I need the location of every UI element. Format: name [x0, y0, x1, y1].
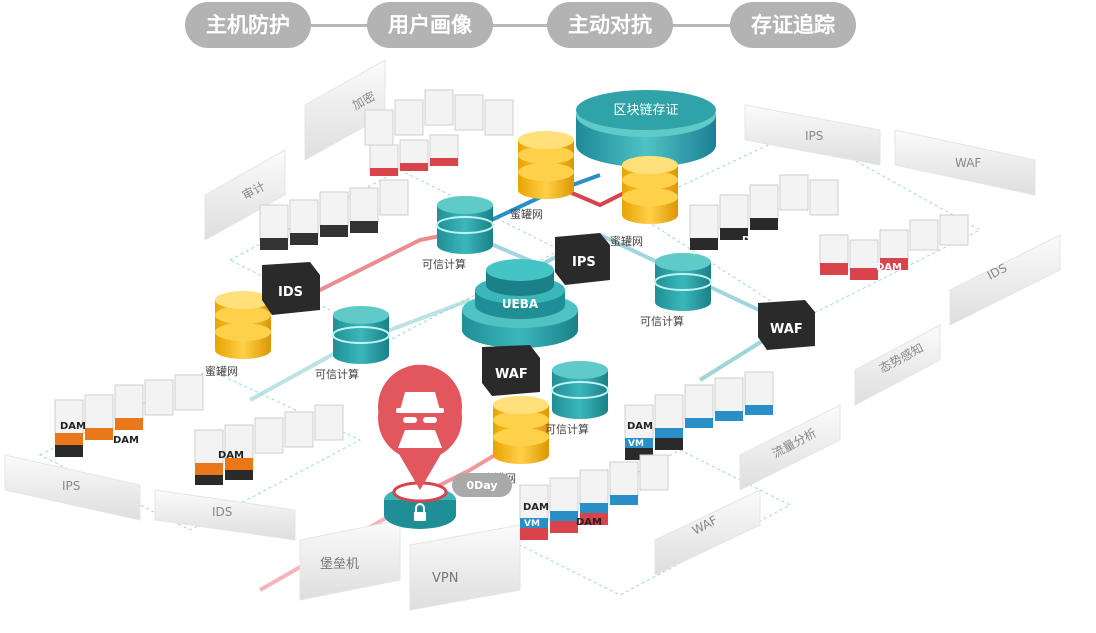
honeynet-label: 蜜罐网: [205, 364, 238, 378]
attack-source: 0Day: [378, 364, 512, 529]
blockchain-label: 区块链存证: [613, 103, 678, 118]
server-tag: VM: [524, 519, 540, 529]
trusted-compute-2: 可信计算: [640, 253, 712, 328]
honeynet-db-2: 蜜罐网: [610, 156, 678, 248]
wall-bastion: 堡垒机: [299, 519, 401, 601]
ueba-label: UEBA: [502, 297, 539, 311]
server-cluster-bottom: DAM DAM VM: [519, 454, 669, 540]
honeynet-db-3: 蜜罐网: [205, 291, 271, 378]
ips-box-label: IPS: [572, 255, 596, 270]
server-tag: DAM: [113, 435, 139, 446]
hacker-icon: [396, 392, 444, 448]
wall-traffic: 流量分析: [739, 404, 841, 491]
stage-active-defense: 主动对抗: [547, 2, 673, 48]
ids-box-label: IDS: [278, 285, 303, 300]
wall-waf-bottom: WAF: [654, 489, 761, 576]
stage-evidence-tracking: 存证追踪: [730, 2, 856, 48]
server-tag: DAM: [60, 421, 86, 432]
server-tag: DAM: [523, 502, 549, 513]
wall-label: VPN: [432, 571, 458, 586]
wall-label: 堡垒机: [320, 556, 359, 572]
waf-box-label: WAF: [495, 367, 528, 382]
stage-user-profile: 用户画像: [367, 2, 493, 48]
trusted-compute-3: 可信计算: [315, 306, 390, 381]
wall-waf-top: WAF: [894, 129, 1036, 196]
stage-host-protection: 主机防护: [185, 2, 311, 48]
stage-connector: [670, 24, 735, 27]
trusted-label: 可信计算: [640, 314, 684, 328]
stage-connector: [490, 24, 552, 27]
ips-box: IPS: [555, 233, 610, 285]
wall-audit: 审计: [204, 149, 286, 241]
waf-box-right: WAF: [758, 300, 815, 350]
waf-box-center: WAF: [482, 345, 540, 396]
wall-vpn: VPN: [409, 524, 521, 611]
blockchain-storage: 区块链存证: [576, 90, 716, 167]
server-cluster-top-right: DAM DAM: [689, 174, 969, 280]
wall-label: IPS: [62, 479, 80, 493]
server-cluster-left: DAM DAM DAM: [54, 374, 344, 485]
ids-box: IDS: [262, 262, 320, 315]
server-tag: DAM: [876, 262, 902, 273]
honeynet-label: 蜜罐网: [510, 207, 543, 221]
server-cluster-top-left: [364, 89, 514, 176]
stage-connector: [305, 24, 375, 27]
wall-ids-right: IDS: [949, 234, 1061, 326]
honeynet-db-4: 蜜罐网: [483, 396, 549, 485]
server-tag: DAM: [218, 450, 244, 461]
trusted-compute-1: 可信计算: [422, 196, 494, 271]
wall-label: IPS: [805, 129, 823, 143]
location-pin-icon: [378, 364, 462, 490]
wall-situation: 态势感知: [854, 324, 941, 406]
trusted-label: 可信计算: [422, 257, 466, 271]
lock-icon: [414, 503, 426, 521]
zero-day-badge: 0Day: [452, 473, 512, 497]
server-tag: VM: [628, 439, 644, 449]
trusted-label: 可信计算: [315, 367, 359, 381]
server-tag: DAM: [576, 517, 602, 528]
honeynet-db-1: 蜜罐网: [510, 131, 574, 221]
server-cluster-right: DAM VM: [624, 371, 774, 460]
server-tag: DAM: [742, 235, 768, 246]
waf-box-label: WAF: [770, 322, 803, 337]
server-cluster-mid-left: [259, 179, 409, 250]
wall-ids-left: IDS: [154, 489, 296, 541]
server-tag: DAM: [627, 421, 653, 432]
trusted-compute-4: 可信计算: [545, 361, 609, 436]
wall-ips-left: IPS: [4, 454, 141, 521]
ueba-platform: UEBA: [462, 259, 578, 348]
wall-label: IDS: [212, 505, 232, 519]
zero-day-label: 0Day: [466, 479, 497, 492]
trusted-label: 可信计算: [545, 422, 589, 436]
wall-ips-top: IPS: [744, 104, 881, 166]
wall-label: WAF: [955, 156, 981, 170]
honeynet-label: 蜜罐网: [610, 234, 643, 248]
